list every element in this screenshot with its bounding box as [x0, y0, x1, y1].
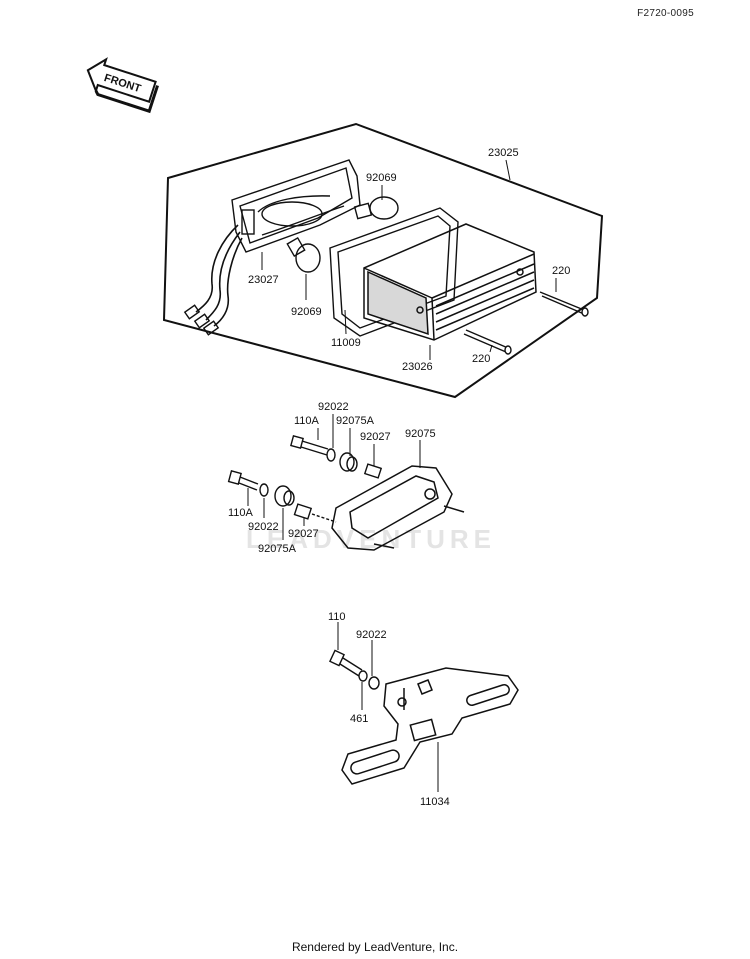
footer-credit: Rendered by LeadVenture, Inc.: [291, 940, 459, 954]
part-label-23026: 23026: [402, 361, 433, 373]
part-label-92069-lower: 92069: [291, 306, 322, 318]
assembly-outline: [162, 122, 604, 399]
part-label-92075a-lower: 92075A: [258, 543, 297, 555]
part-label-92022-bracket: 92022: [356, 629, 387, 641]
part-label-220-upper: 220: [552, 265, 570, 277]
part-label-220-lower: 220: [472, 353, 490, 365]
part-label-92075: 92075: [405, 428, 436, 440]
screw-220-lower: [463, 329, 512, 355]
bolt-110a-upper: [290, 435, 329, 456]
washer-92022-bracket: [368, 676, 380, 690]
bulb-upper: [353, 196, 399, 220]
part-label-92022-lower: 92022: [248, 521, 279, 533]
washer-92022-upper: [326, 448, 336, 462]
diagram-code: F2720-0095: [637, 8, 694, 19]
part-label-92027-upper: 92027: [360, 431, 391, 443]
part-label-110a-lower: 110A: [228, 507, 254, 519]
washer-461: [358, 670, 368, 682]
part-label-92027-lower: 92027: [288, 528, 319, 540]
lamp-base: [183, 159, 361, 336]
bulb-lower: [286, 236, 321, 273]
part-label-23025: 23025: [488, 147, 519, 159]
gasket: [329, 207, 459, 337]
part-label-11034: 11034: [420, 796, 450, 808]
part-label-92075a-upper: 92075A: [336, 415, 375, 427]
grommet-92075a-lower: [274, 485, 295, 507]
license-bracket: [341, 667, 519, 785]
part-label-461: 461: [350, 713, 368, 725]
grommet-92075a-upper: [339, 452, 358, 472]
front-arrow: FRONT: [86, 57, 159, 114]
part-label-92022-upper: 92022: [318, 401, 349, 413]
washer-92022-lower: [259, 483, 269, 497]
collar-92027-lower: [293, 503, 337, 523]
leader-lines: [247, 159, 557, 792]
screw-220-upper: [539, 291, 589, 317]
part-label-92069-upper: 92069: [366, 172, 397, 184]
part-label-110: 110: [328, 611, 346, 623]
part-label-23027: 23027: [248, 274, 279, 286]
part-label-110a-upper: 110A: [294, 415, 320, 427]
collar-92027-upper: [363, 463, 383, 479]
bolt-110a-lower: [227, 470, 259, 491]
part-label-11009: 11009: [331, 337, 361, 349]
bolt-110: [329, 649, 363, 677]
lens-cover: [363, 223, 537, 341]
